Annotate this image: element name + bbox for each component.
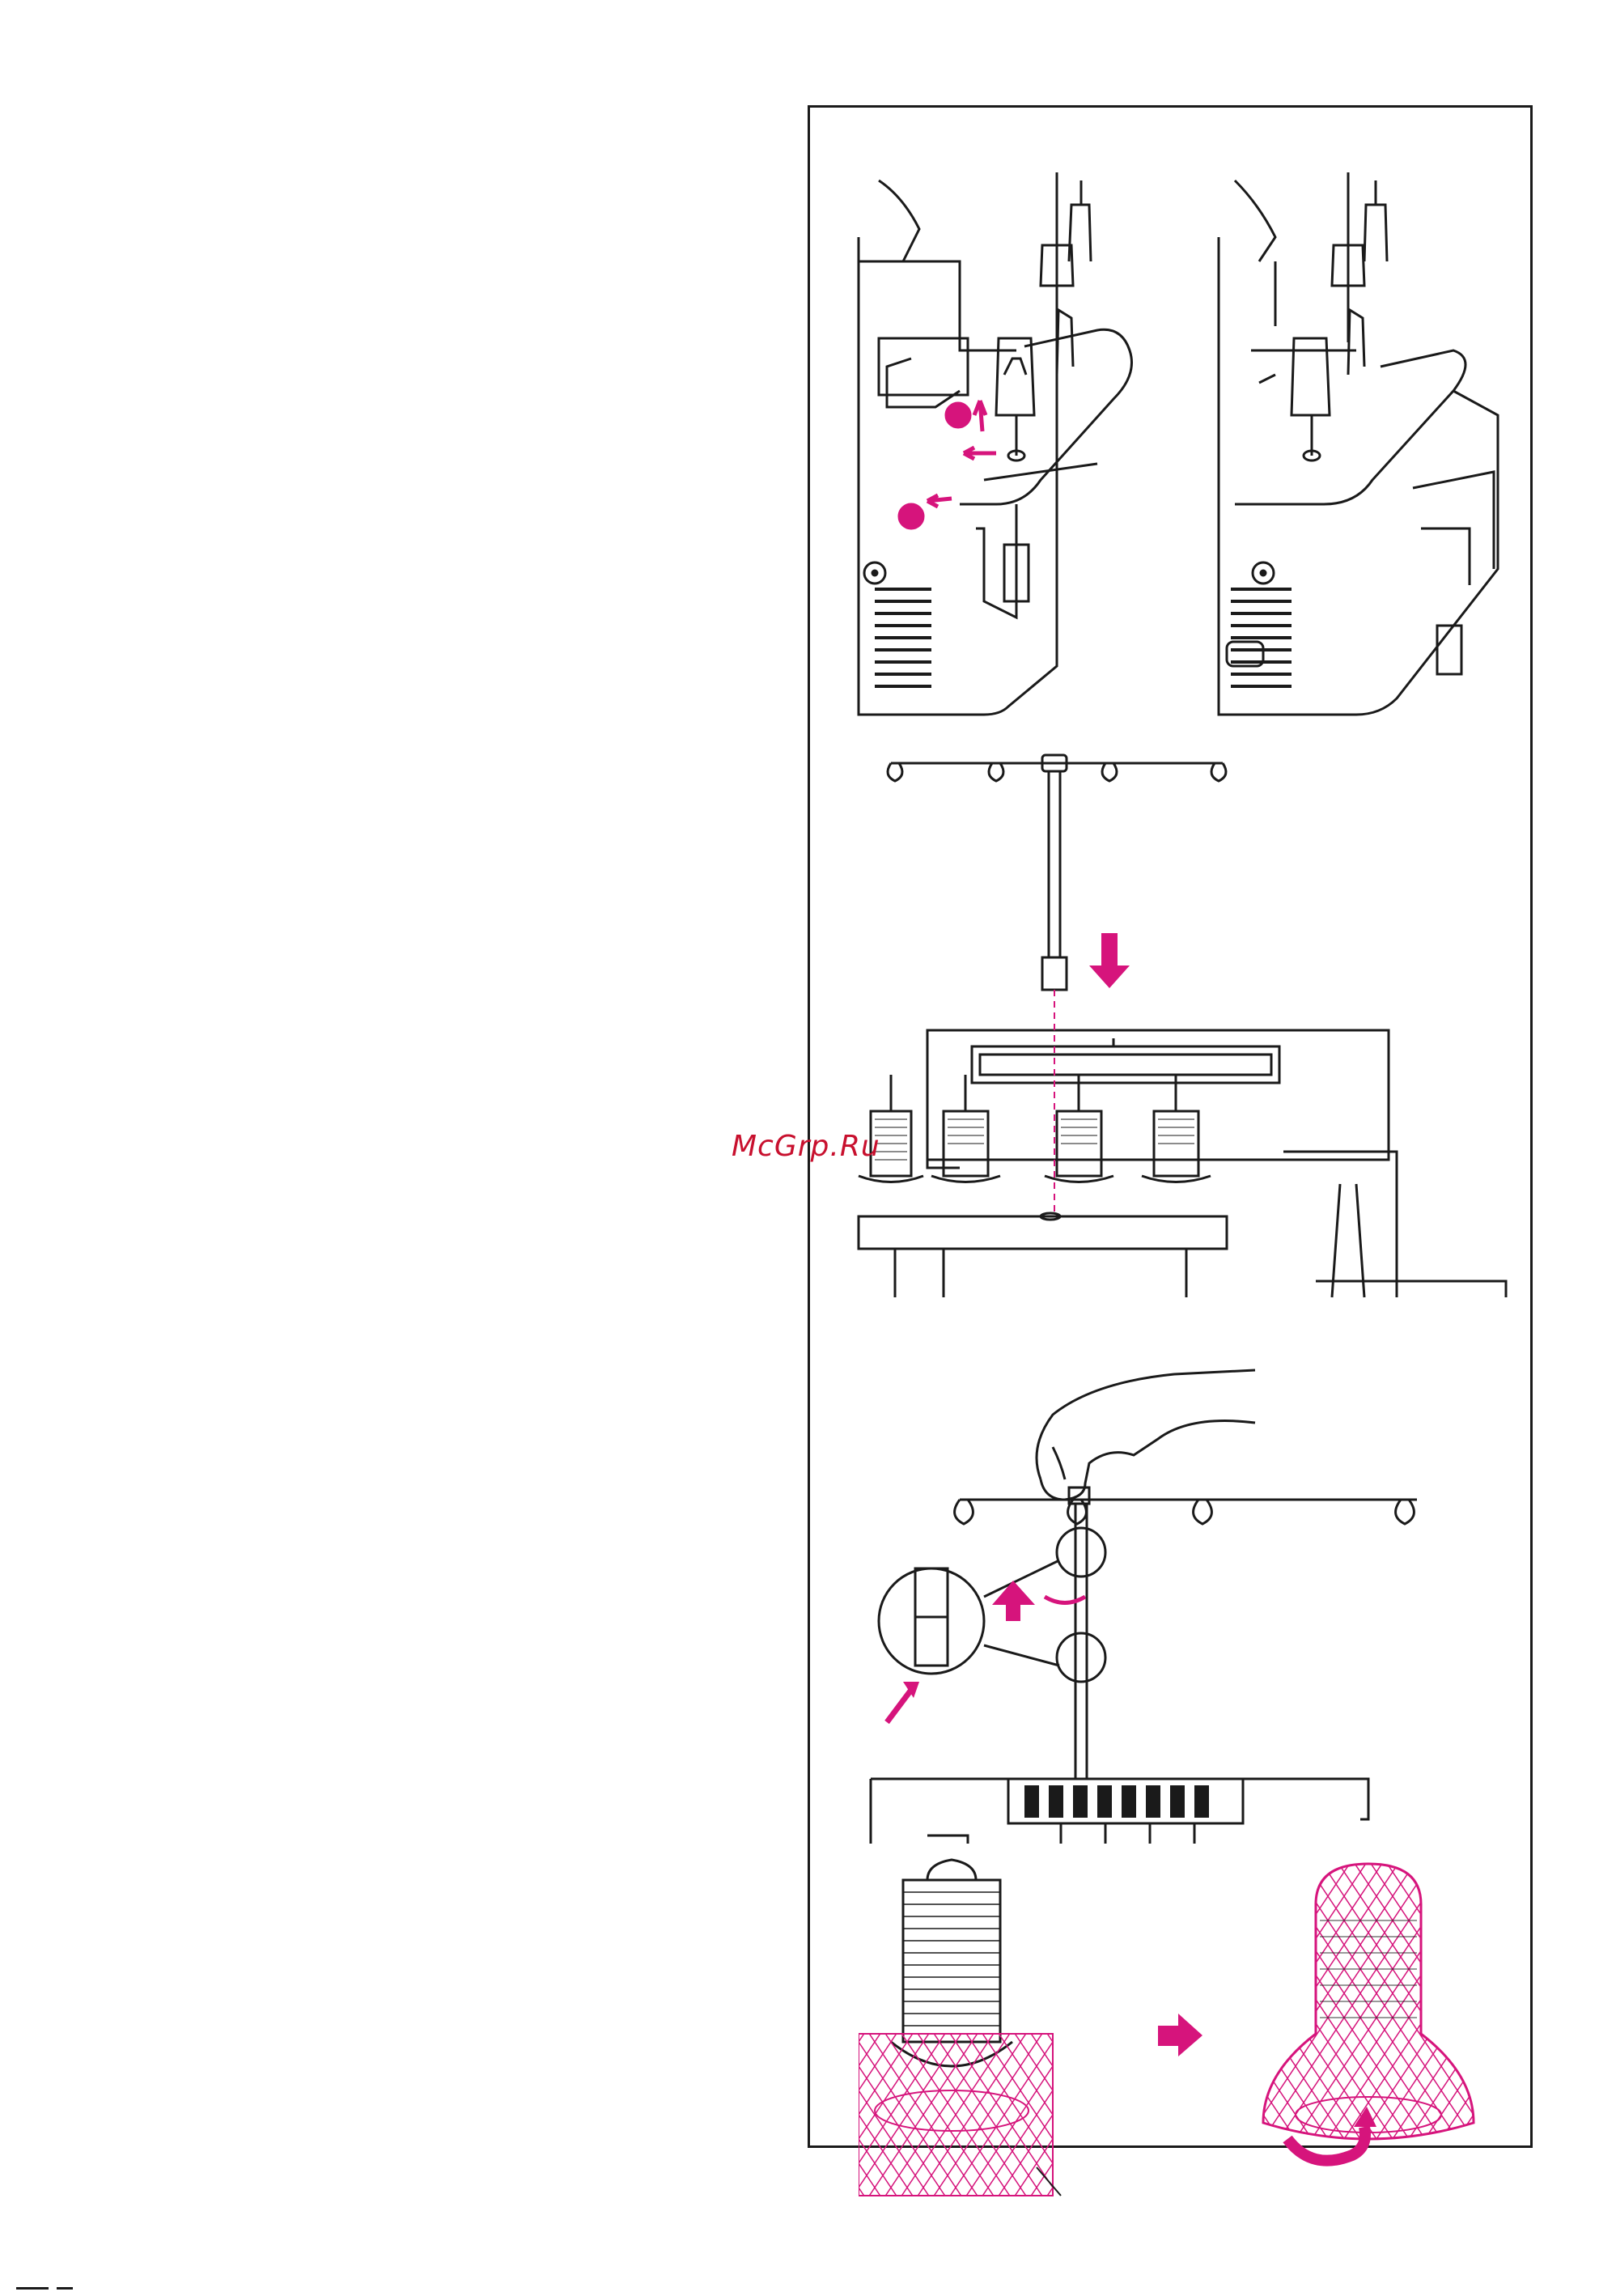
figure-thread-guide-insert <box>830 731 1526 1354</box>
footer-mark-icon <box>16 2287 81 2292</box>
figure-spool-stand-views <box>855 148 1502 731</box>
figure-spool-net <box>859 1848 1514 2204</box>
watermark-text: McGrp.Ru <box>732 1130 880 1163</box>
spool-net-icon <box>859 1848 1514 2204</box>
figure-thread-guide-extend <box>867 1358 1526 1844</box>
illustration-frame <box>808 105 1533 2148</box>
thread-guide-rod-extend-icon <box>867 1358 1526 1844</box>
spool-stand-machine-top-view-icon <box>855 148 1502 731</box>
thread-guide-rod-insert-icon <box>830 731 1526 1354</box>
